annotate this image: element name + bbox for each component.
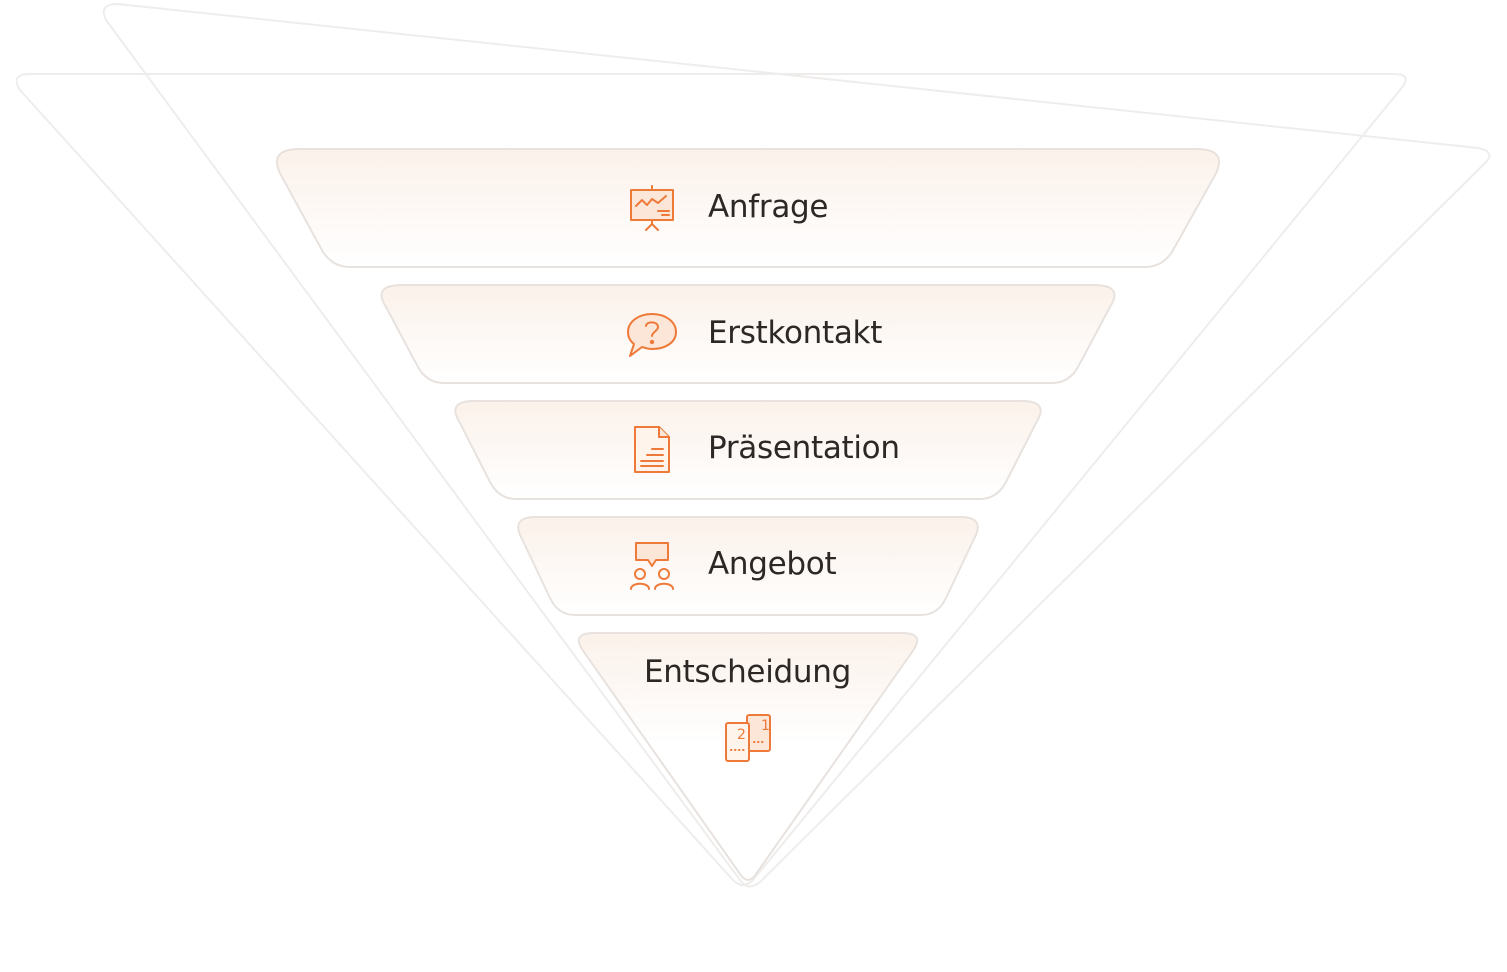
stage-label-angebot: Angebot — [708, 546, 837, 582]
svg-text:2: 2 — [737, 727, 746, 743]
funnel-segments — [276, 148, 1220, 881]
stage-label-erstkontakt: Erstkontakt — [708, 315, 883, 351]
people-discussion-icon — [628, 540, 676, 592]
svg-text:1: 1 — [761, 718, 770, 734]
funnel-segment-angebot — [517, 516, 979, 616]
stage-label-anfrage: Anfrage — [708, 189, 829, 225]
question-speech-bubble-icon — [626, 311, 678, 359]
stage-label-praesentation: Präsentation — [708, 430, 900, 466]
ranked-options-icon: 1 2 — [723, 713, 773, 763]
funnel-segment-praesentation — [454, 400, 1042, 500]
funnel-segment-erstkontakt — [380, 284, 1116, 384]
presentation-board-chart-icon — [628, 184, 676, 232]
outer-funnel-outline-tilted — [102, 2, 1491, 888]
document-icon — [632, 425, 672, 475]
stage-label-entscheidung: Entscheidung — [644, 654, 851, 690]
funnel-segment-anfrage — [276, 148, 1220, 268]
background-outline-frames — [15, 2, 1491, 888]
